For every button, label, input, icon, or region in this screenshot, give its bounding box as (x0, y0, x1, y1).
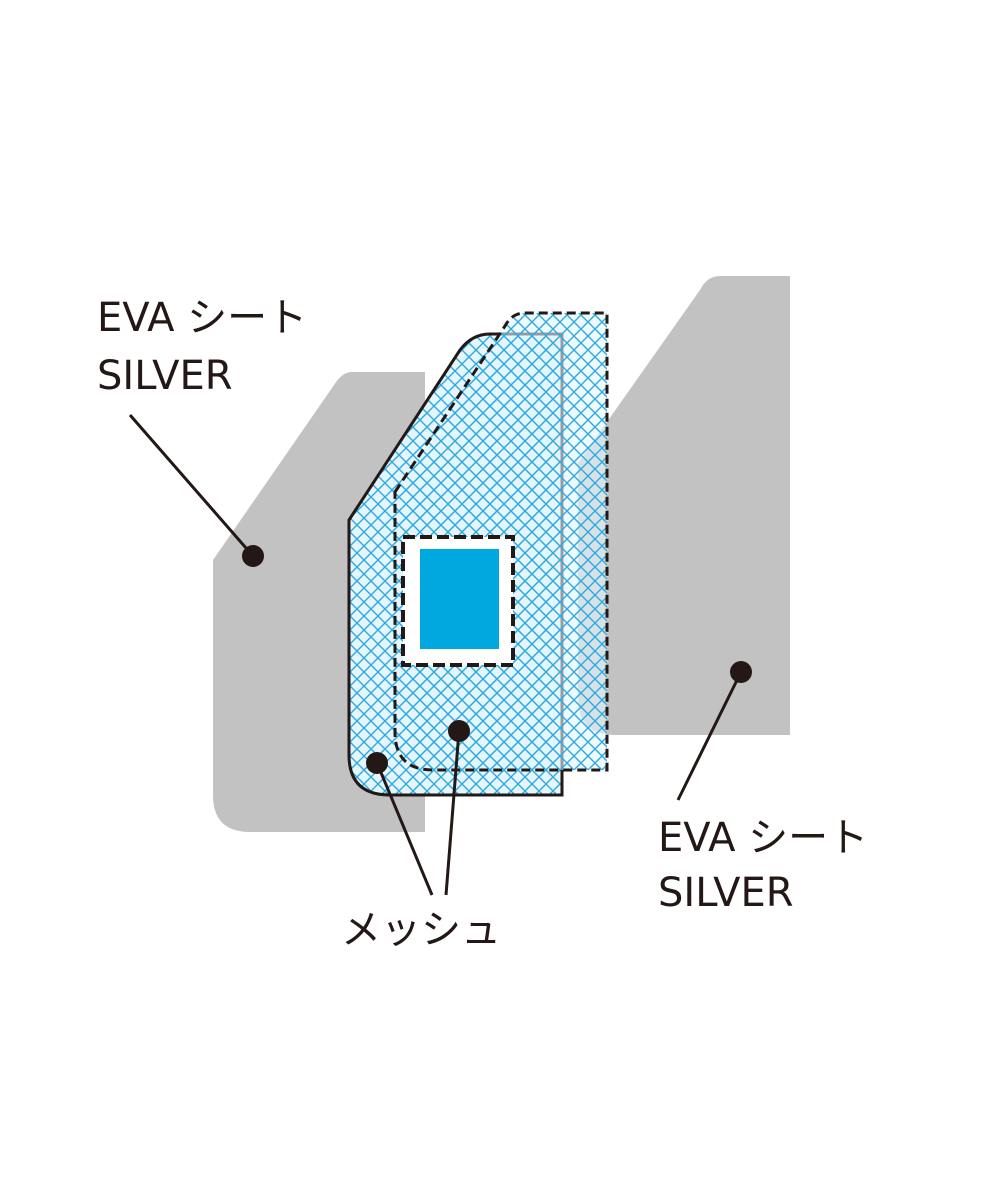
callout-dot-mesh-2 (448, 720, 470, 742)
eva-sheet-right (578, 276, 790, 735)
label-eva-right-line2: SILVER (658, 870, 794, 916)
label-eva-left-line2: SILVER (97, 353, 233, 399)
callout-dot-mesh-1 (366, 752, 388, 774)
callout-line-eva-right (676, 671, 743, 801)
callout-dot-eva-right (730, 661, 752, 683)
label-mesh: メッシュ (341, 907, 501, 953)
callout-dot-eva-left (242, 545, 264, 567)
label-eva-right-line1: EVA シート (658, 815, 868, 861)
callout-line-mesh-1 (375, 762, 434, 896)
callout-line-eva-left (128, 414, 255, 557)
card-window (420, 549, 499, 649)
callout-line-mesh-2 (444, 730, 461, 896)
label-eva-left-line1: EVA シート (97, 295, 307, 341)
